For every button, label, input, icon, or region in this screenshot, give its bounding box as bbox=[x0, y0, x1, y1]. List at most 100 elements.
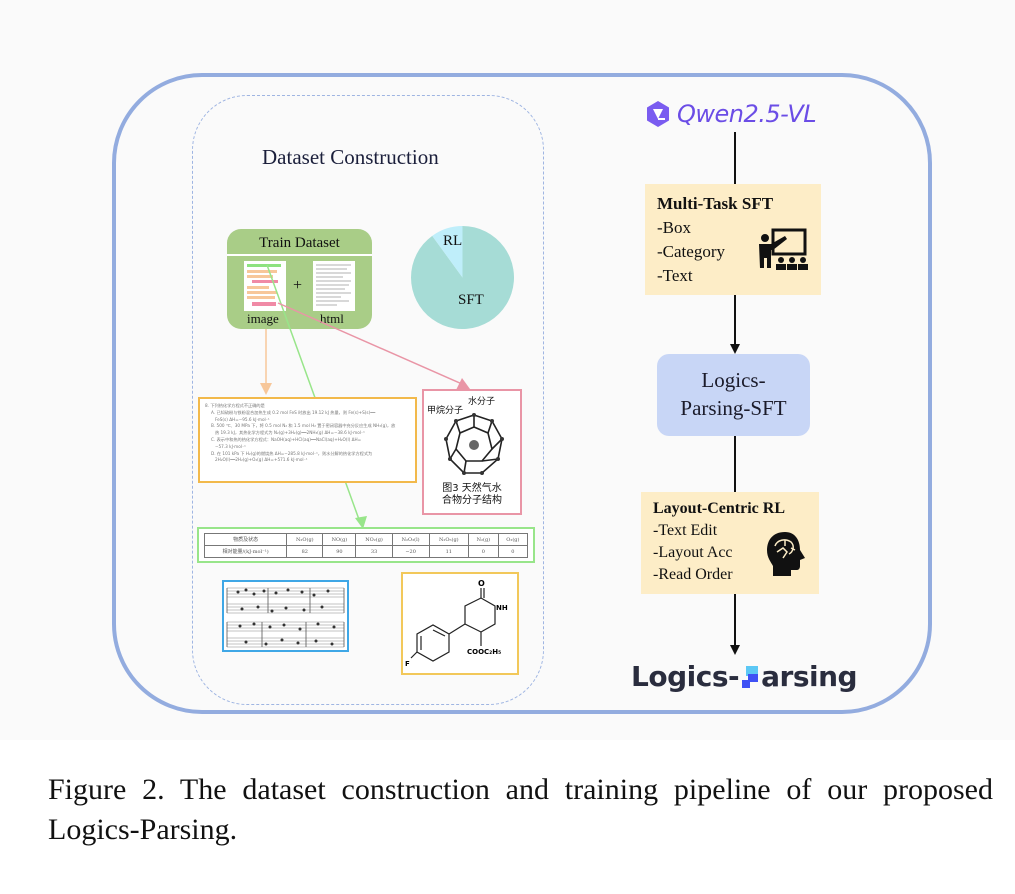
molecule-caption-line2: 合物分子结构 bbox=[442, 495, 502, 506]
table-cell: N₂O₃(l) bbox=[391, 533, 430, 546]
stage-multi-task-sft: Multi-Task SFT -Box -Category -Text bbox=[645, 184, 821, 295]
stage1-item: -Category bbox=[657, 242, 725, 261]
html-thumbnail bbox=[313, 261, 355, 311]
table-row: 相对能量/(kJ·mol⁻¹) 82 90 33 −20 11 0 0 bbox=[203, 545, 529, 558]
table-cell: 11 bbox=[428, 545, 470, 558]
table-cell: 0 bbox=[497, 545, 529, 558]
pipeline-connector bbox=[734, 132, 736, 184]
thumb-bar bbox=[247, 296, 275, 299]
table-cell: NO(g) bbox=[322, 533, 357, 546]
stage3-item: -Layout Acc bbox=[653, 544, 733, 561]
stage1-title: Multi-Task SFT bbox=[657, 194, 774, 213]
molecule-figure-sample: 甲烷分子 水分子 图3 天然气水 合物分子结构 bbox=[422, 389, 522, 515]
figure-caption: Figure 2. The dataset construction and t… bbox=[48, 773, 993, 846]
table-sample: 物质及状态 N₂O(g) NO(g) NO₂(g) N₂O₃(l) N₂O₅(g… bbox=[197, 527, 535, 563]
question-line: D. 在 101 kPa 下 H₂(g)的燃烧热 ΔH=−285.8 kJ·mo… bbox=[211, 450, 373, 456]
table-cell: 33 bbox=[355, 545, 393, 558]
stage3-item: -Text Edit bbox=[653, 522, 718, 539]
thumb-bar bbox=[247, 286, 269, 289]
qwen-model-name: Qwen2.5-VL bbox=[677, 100, 817, 128]
figure-canvas: Dataset Construction Train Dataset + bbox=[112, 73, 932, 714]
atom-o: O bbox=[478, 579, 485, 588]
question-line: B. 500 ℃、30 MPa 下，将 0.5 mol N₂ 和 1.5 mol… bbox=[211, 423, 396, 429]
arrow-down-icon bbox=[730, 344, 740, 354]
clathrate-structure-icon bbox=[444, 413, 504, 475]
qwen-hexagon-icon bbox=[647, 101, 669, 127]
table-cell: 0 bbox=[468, 545, 499, 558]
energy-table: 物质及状态 N₂O(g) NO(g) NO₂(g) N₂O₃(l) N₂O₅(g… bbox=[203, 533, 529, 558]
stage2-line1: Logics- bbox=[701, 368, 766, 392]
logo-text-prefix: Logics- bbox=[631, 660, 740, 693]
qwen-logo: Qwen2.5-VL bbox=[643, 96, 817, 132]
thumb-bar bbox=[252, 280, 278, 283]
brain-icon bbox=[767, 532, 805, 576]
table-cell: −20 bbox=[391, 545, 430, 558]
pipeline-connector bbox=[734, 295, 736, 345]
train-dataset-title: Train Dataset bbox=[259, 235, 340, 251]
train-dataset-box: Train Dataset + bbox=[227, 229, 372, 329]
music-staff-icon bbox=[226, 587, 345, 648]
teacher-icon bbox=[759, 228, 808, 270]
question-line: 2H₂O(l)══2H₂(g)+O₂(g) ΔH=+571.6 kJ·mol⁻¹ bbox=[215, 457, 308, 463]
question-line: 8. 下列热化学方程式不正确的是 bbox=[205, 403, 265, 408]
stage-layout-centric-rl: Layout-Centric RL -Text Edit -Layout Acc… bbox=[641, 492, 819, 594]
arrow-head-green bbox=[355, 516, 367, 529]
thumb-bar bbox=[252, 302, 276, 306]
table-cell: 相对能量/(kJ·mol⁻¹) bbox=[203, 545, 288, 558]
question-line: −57.3 kJ·mol⁻¹ bbox=[215, 443, 246, 449]
question-line: C. 表示中和热的热化学方程式：NaOH(aq)+HCl(aq)══NaCl(a… bbox=[211, 436, 362, 442]
stage-logics-parsing-sft: Logics- Parsing-SFT bbox=[657, 354, 810, 436]
plus-sign: + bbox=[293, 277, 303, 294]
logics-parsing-logo: Logics- arsing bbox=[631, 660, 858, 693]
table-header-row: 物质及状态 N₂O(g) NO(g) NO₂(g) N₂O₃(l) N₂O₅(g… bbox=[203, 533, 529, 546]
label-methane: 甲烷分子 bbox=[427, 406, 464, 416]
thumb-bar bbox=[247, 270, 277, 273]
image-label: image bbox=[247, 311, 279, 326]
pie-slice-rl bbox=[432, 226, 463, 278]
html-text-lines bbox=[316, 264, 351, 306]
thumb-bar bbox=[247, 275, 273, 278]
pipeline-connector bbox=[734, 436, 736, 492]
stage2-line2: Parsing-SFT bbox=[680, 396, 787, 420]
ester-group: COOC₂H₅ bbox=[467, 648, 501, 656]
question-line: A. 已知硫粉与铁粉混合加热生成 0.2 mol FeS 时放出 19.12 k… bbox=[211, 409, 376, 415]
table-cell: N₂(g) bbox=[468, 533, 499, 546]
table-cell: N₂O(g) bbox=[286, 533, 324, 546]
table-cell: 物质及状态 bbox=[203, 533, 288, 546]
question-text-sample: 8. 下列热化学方程式不正确的是 A. 已知硫粉与铁粉混合加热生成 0.2 mo… bbox=[198, 397, 417, 483]
pipeline-connector bbox=[734, 594, 736, 646]
train-dataset-divider bbox=[227, 254, 372, 256]
html-label: html bbox=[320, 311, 344, 326]
music-sheet-sample bbox=[222, 580, 349, 652]
sft-rl-split-pie bbox=[411, 226, 514, 329]
pie-label-sft: SFT bbox=[458, 292, 484, 308]
logo-p-blocks-icon bbox=[742, 665, 759, 688]
table-cell: O₂(g) bbox=[497, 533, 529, 546]
question-line: 热 19.3 kJ，其热化学方程式为 N₂(g)+3H₂(g)══2NH₃(g)… bbox=[215, 430, 365, 436]
stage1-item: -Box bbox=[657, 218, 691, 237]
table-cell: N₂O₅(g) bbox=[428, 533, 470, 546]
pie-label-rl: RL bbox=[443, 233, 463, 249]
stage1-item: -Text bbox=[657, 266, 693, 285]
table-cell: 90 bbox=[322, 545, 357, 558]
arrow-head-pink bbox=[456, 378, 470, 390]
arrow-head-orange bbox=[260, 383, 272, 395]
thumb-bar bbox=[247, 264, 281, 267]
atom-nh: NH bbox=[496, 604, 508, 612]
logo-text-suffix: arsing bbox=[761, 660, 858, 693]
atom-f: F bbox=[405, 660, 410, 668]
molecule-caption: 图3 天然气水 合物分子结构 bbox=[424, 483, 520, 507]
dataset-construction-title: Dataset Construction bbox=[262, 145, 439, 169]
chemical-structure-drawing: O NH F COOC₂H₅ bbox=[405, 579, 508, 668]
question-line: FeS(s) ΔH=−95.6 kJ·mol⁻¹ bbox=[215, 416, 270, 422]
thumb-bar bbox=[247, 291, 277, 294]
stage3-title: Layout-Centric RL bbox=[653, 500, 785, 517]
table-cell: 82 bbox=[286, 545, 324, 558]
label-water: 水分子 bbox=[468, 397, 496, 407]
stage3-item: -Read Order bbox=[653, 566, 733, 583]
chemical-structure-sample: O NH F COOC₂H₅ bbox=[401, 572, 519, 675]
arrow-to-molecule bbox=[277, 302, 463, 385]
arrow-down-icon bbox=[730, 645, 740, 655]
molecule-caption-line1: 图3 天然气水 bbox=[442, 483, 502, 494]
dataset-construction-panel bbox=[192, 95, 544, 705]
